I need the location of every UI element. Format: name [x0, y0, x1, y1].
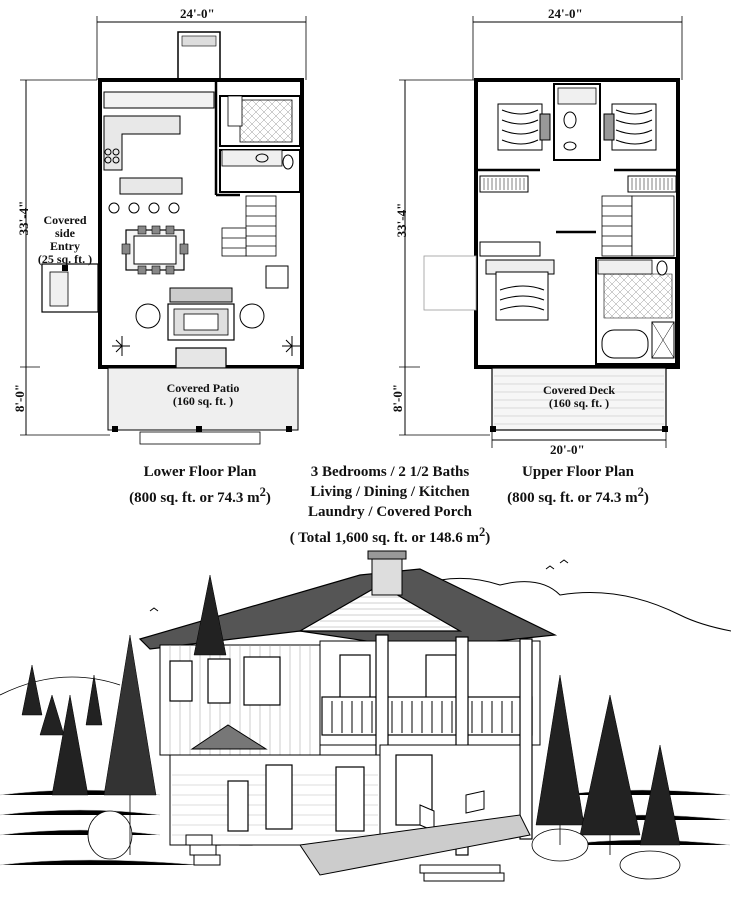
patio-line1: Covered Patio [166, 381, 240, 395]
mountain-outline [379, 577, 731, 632]
side-entry-label: Covered side Entry (25 sq. ft. ) [32, 214, 98, 266]
upper-plan-caption: Upper Floor Plan (800 sq. ft. or 74.3 m2… [478, 462, 678, 508]
plan-summary: 3 Bedrooms / 2 1/2 Baths Living / Dining… [270, 462, 510, 548]
summary-total-text: ( Total 1,600 sq. ft. or 148.6 m [289, 530, 480, 546]
upper-plan-title: Upper Floor Plan [522, 464, 634, 480]
lower-plan-caption: Lower Floor Plan (800 sq. ft. or 74.3 m2… [100, 462, 300, 508]
lower-area-sup: 2 [259, 485, 266, 499]
summary-line2: Living / Dining / Kitchen [310, 484, 470, 500]
summary-line1: 3 Bedrooms / 2 1/2 Baths [310, 464, 470, 480]
upper-area-end: ) [643, 490, 649, 506]
side-entry-line2: Entry [50, 239, 80, 253]
lower-width-dim: 24'-0" [180, 6, 215, 21]
lower-area-end: ) [265, 490, 271, 506]
porch-base [299, 814, 531, 876]
lower-height-dim: 33'-4" [16, 200, 31, 236]
deck-line1: Covered Deck [542, 383, 616, 397]
chimney [371, 554, 403, 596]
upper-area-text: (800 sq. ft. or 74.3 m [507, 490, 638, 506]
upper-plan-area: (800 sq. ft. or 74.3 m2) [478, 482, 678, 508]
summary-total-end: ) [485, 530, 491, 546]
upper-porch-railing [321, 696, 533, 736]
birds-icon [149, 559, 569, 612]
side-entry-line3: (25 sq. ft. ) [37, 252, 93, 266]
patio-line2: (160 sq. ft. ) [172, 394, 234, 408]
deck-label: Covered Deck (160 sq. ft. ) [518, 384, 640, 410]
upper-area-sup: 2 [637, 485, 644, 499]
upper-deck-width-dim: 20'-0" [550, 442, 585, 457]
shrubs [87, 810, 681, 880]
upper-deck-dim: 8'-0" [390, 383, 405, 413]
lower-patio-dim: 8'-0" [12, 383, 27, 413]
lower-plan-area: (800 sq. ft. or 74.3 m2) [100, 482, 300, 508]
entry-gable [190, 724, 268, 750]
summary-total: ( Total 1,600 sq. ft. or 148.6 m2) [270, 522, 510, 548]
summary-total-sup: 2 [479, 525, 486, 539]
summary-line3: Laundry / Covered Porch [307, 504, 473, 520]
house-elevation-illustration [0, 550, 731, 882]
pine-trees [21, 574, 681, 846]
lower-area-text: (800 sq. ft. or 74.3 m [129, 490, 260, 506]
upper-width-dim: 24'-0" [548, 6, 583, 21]
lower-plan-title: Lower Floor Plan [143, 464, 257, 480]
upper-height-dim: 33'-4" [394, 202, 409, 238]
side-entry-line1: Covered side [43, 213, 87, 240]
patio-label: Covered Patio (160 sq. ft. ) [140, 382, 266, 408]
deck-line2: (160 sq. ft. ) [548, 396, 610, 410]
